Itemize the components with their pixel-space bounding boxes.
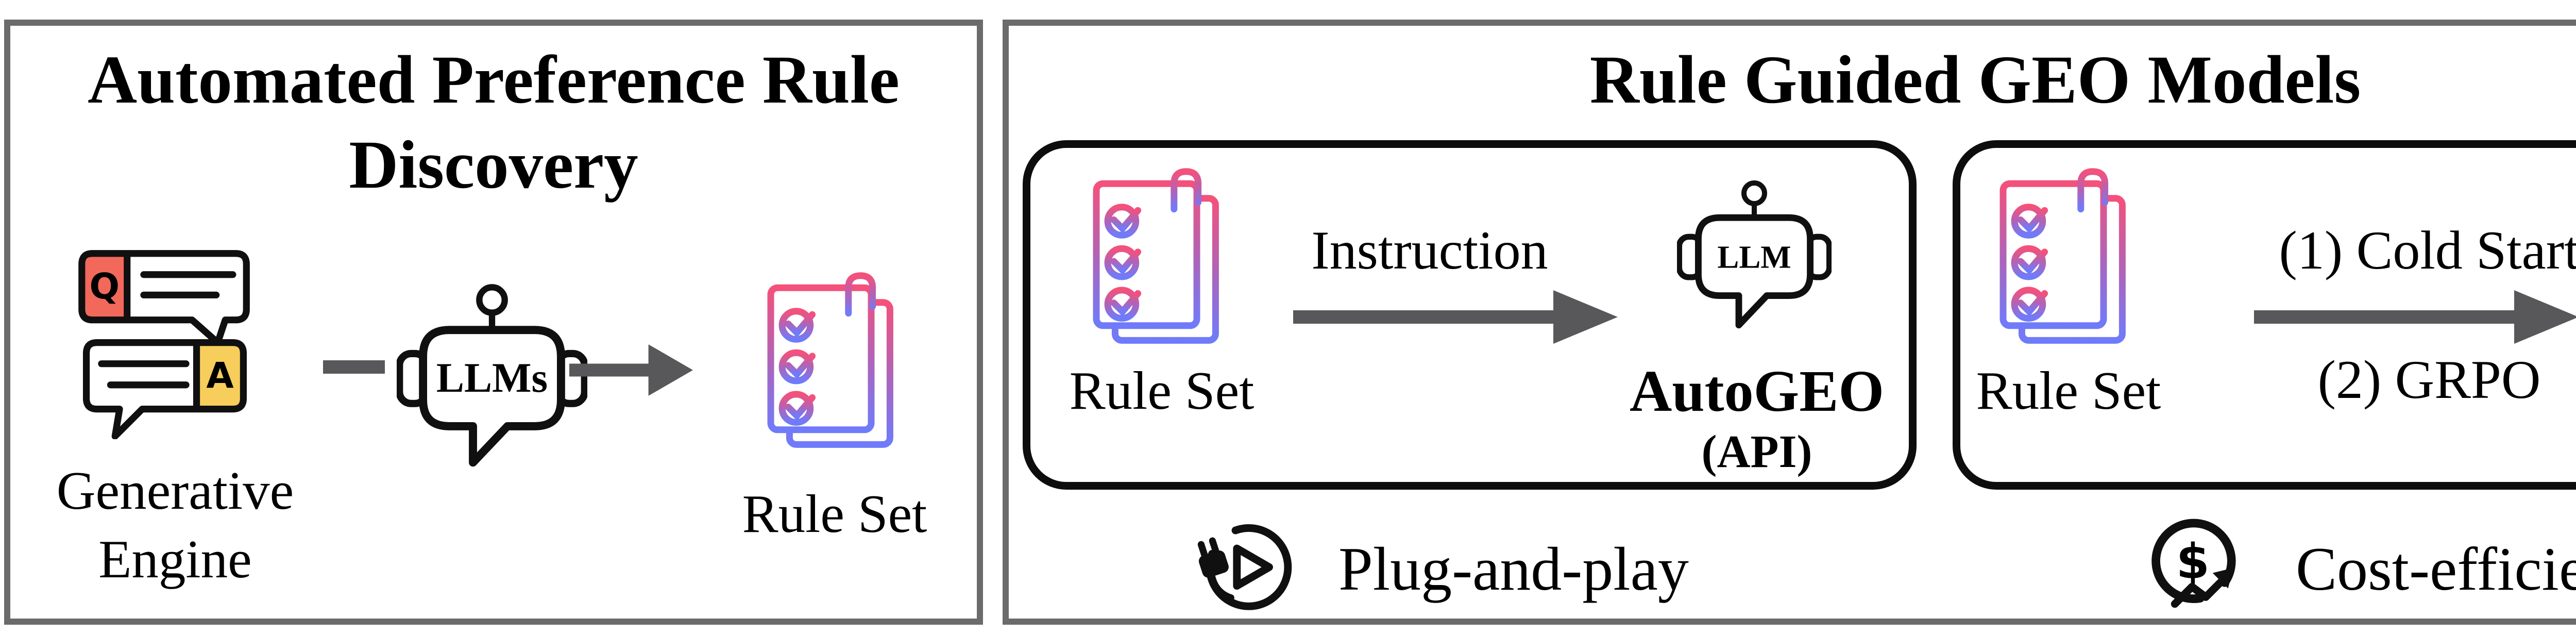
cost-efficient-label: Cost-efficient (2296, 535, 2576, 603)
model-name: AutoGEO (1629, 358, 1885, 424)
rule-set-icon (1999, 168, 2126, 344)
rule-set-icon (767, 272, 893, 448)
dollar-growth-icon: $ (2151, 519, 2236, 608)
rule-set-label: Rule Set (742, 483, 927, 544)
model-variant: (API) (1701, 426, 1812, 477)
autogeo-api-model-label: AutoGEO (API) (1602, 358, 1911, 480)
dashed-connector (323, 360, 385, 374)
a-letter: A (206, 355, 233, 396)
left-title-line1: Automated Preference Rule (88, 41, 900, 118)
autogeo-mini-box: Rule Set (1) Cold Start (2) GRPO SLM Aut… (1953, 140, 2576, 490)
cold-start-arrow-label: (1) Cold Start (2279, 220, 2576, 280)
generative-engine-line2: Engine (98, 529, 252, 590)
arrow-right-icon (2254, 290, 2576, 344)
arrow-right-icon (569, 344, 693, 396)
q-letter: Q (89, 266, 120, 307)
arrow-right-icon (1293, 290, 1618, 344)
right-panel-title: Rule Guided GEO Models (1589, 41, 2361, 118)
rule-set-label: Rule Set (1069, 360, 1255, 421)
generative-engine-line1: Generative (56, 460, 294, 521)
llms-robot-icon: LLMs (397, 284, 587, 467)
rule-set-label: Rule Set (1976, 360, 2161, 421)
qa-chat-icon: Q A (78, 250, 250, 440)
left-panel-title: Automated Preference Rule Discovery (10, 37, 977, 207)
left-title-line2: Discovery (349, 126, 638, 203)
left-panel: Automated Preference Rule Discovery Q A … (4, 20, 983, 625)
llms-robot-label: LLMs (436, 355, 548, 401)
right-panel: Rule Guided GEO Models (1003, 20, 2576, 625)
grpo-arrow-label: (2) GRPO (2317, 349, 2541, 410)
plug-play-icon (1197, 524, 1292, 610)
autogeo-api-box: Rule Set Instruction LLM AutoGEO (API) (1023, 140, 1917, 490)
instruction-arrow-label: Instruction (1311, 220, 1548, 280)
llm-robot-label: LLM (1717, 239, 1791, 275)
rule-set-icon (1093, 168, 1219, 344)
generative-engine-label: Generative Engine (10, 456, 340, 594)
plug-and-play-label: Plug-and-play (1338, 535, 1689, 603)
dollar-sign: $ (2176, 534, 2210, 590)
llm-robot-icon: LLM (1677, 180, 1832, 329)
